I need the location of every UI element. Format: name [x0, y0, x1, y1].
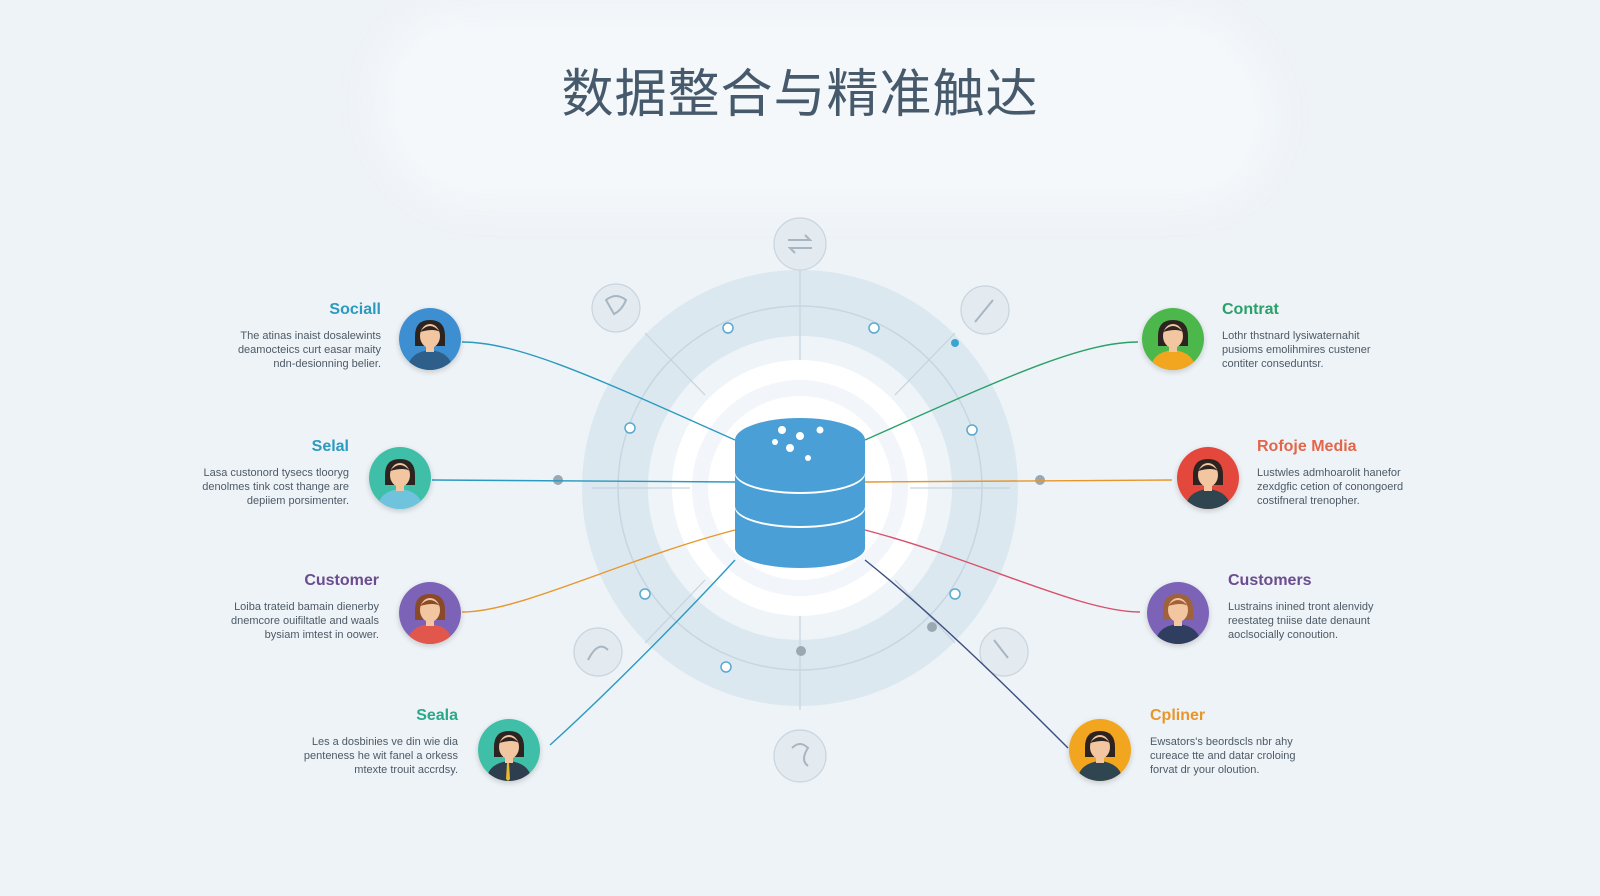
node-seala: Seala Les a dosbinies ve din wie dia pen…: [158, 707, 458, 777]
connector-seala: [549, 559, 736, 746]
avatar-rofoje-media: [1177, 447, 1239, 509]
ring-markers: [624, 322, 978, 673]
title-cloud-backdrop: [395, 28, 1255, 188]
node-socall: Sociall The atinas inaist dosalewints de…: [81, 301, 381, 371]
connector-lines: [431, 341, 1173, 749]
chat-icon: [573, 627, 623, 677]
connector-cpliner: [864, 559, 1069, 749]
connector-rofoje: [864, 479, 1173, 483]
avatar-selal: [369, 447, 431, 509]
node-description: Lothr thstnard lysiwaternahit pusioms em…: [1222, 330, 1371, 370]
node-description: The atinas inaist dosalewints deamocteic…: [237, 330, 381, 370]
node-label: Contrat: [1222, 301, 1279, 318]
person-icon: [399, 308, 461, 370]
person-icon: [399, 582, 461, 644]
node-description: Lustwles admhoarolit hanefor zexdgfic ce…: [1257, 467, 1404, 507]
link-icon: [773, 729, 827, 783]
node-label: Rofoje Media: [1257, 438, 1357, 455]
person-icon: [478, 719, 540, 781]
connector-contrat: [864, 341, 1139, 441]
node-contrat: Contrat Lothr thstnard lysiwaternahit pu…: [1222, 301, 1522, 371]
node-customer: Customer Loiba trateid bamain dienerby d…: [79, 572, 379, 642]
node-rofoje-media: Rofoje Media Lustwles admhoarolit hanefo…: [1257, 438, 1557, 508]
page-title: 数据整合与精准触达: [561, 65, 1039, 125]
node-description: Ewsators's beordscls nbr ahy cureace tte…: [1150, 736, 1296, 776]
node-description: Loiba trateid bamain dienerby dnemcore o…: [231, 601, 379, 641]
node-label: Selal: [311, 438, 349, 455]
node-label: Customer: [304, 572, 379, 589]
avatar-customer: [399, 582, 461, 644]
person-icon: [1142, 308, 1204, 370]
connector-customers: [864, 529, 1141, 613]
connector-socall: [461, 341, 736, 441]
peripheral-icons: [573, 217, 1029, 783]
person-icon: [369, 447, 431, 509]
avatar-socall: [399, 308, 461, 370]
avatar-contrat: [1142, 308, 1204, 370]
node-selal: Selal Lasa custonord tysecs tlooryg deno…: [49, 438, 349, 508]
connector-selal: [431, 479, 736, 483]
database-icon: [735, 418, 865, 568]
ring-dots: [553, 339, 1045, 656]
refresh-icon: [773, 217, 827, 271]
person-icon: [1147, 582, 1209, 644]
node-description: Lasa custonord tysecs tlooryg denolmes t…: [202, 467, 349, 507]
node-label: Sociall: [329, 301, 381, 318]
person-icon: [1069, 719, 1131, 781]
avatar-seala: [478, 719, 540, 781]
node-label: Seala: [416, 707, 458, 724]
node-label: Customers: [1228, 572, 1312, 589]
node-customers: Customers Lustrains inined tront alenvid…: [1228, 572, 1528, 642]
avatar-cpliner: [1069, 719, 1131, 781]
node-description: Les a dosbinies ve din wie dia penteness…: [303, 736, 458, 776]
connector-customer: [461, 529, 736, 613]
node-description: Lustrains inined tront alenvidy reestate…: [1228, 601, 1374, 641]
puzzle-icon: [591, 283, 641, 333]
node-cpliner: Cpliner Ewsators's beordscls nbr ahy cur…: [1150, 707, 1450, 777]
avatar-customers: [1147, 582, 1209, 644]
person-icon: [1177, 447, 1239, 509]
node-label: Cpliner: [1150, 707, 1206, 724]
